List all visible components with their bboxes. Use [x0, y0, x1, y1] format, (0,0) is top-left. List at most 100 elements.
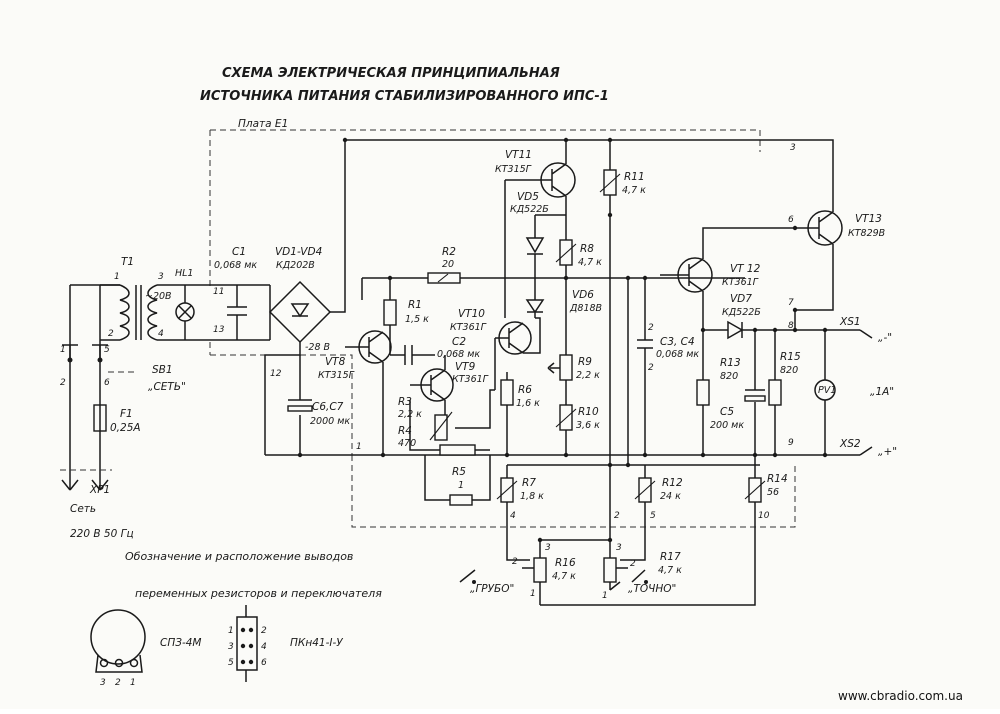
vt12-label: VT 12 [730, 263, 761, 275]
r12-label: R12 [662, 477, 683, 489]
xs2-sign: „+" [878, 446, 897, 458]
vt8-value: КТ315Г [318, 370, 355, 381]
title-line-2: ИСТОЧНИКА ПИТАНИЯ СТАБИЛИЗИРОВАННОГО ИПС… [200, 89, 609, 104]
r7-value: 1,8 к [520, 491, 544, 502]
c6-value: 2000 мк [310, 416, 350, 427]
resistor-r7 [496, 464, 760, 561]
board-outline [209, 129, 796, 528]
sb1-pin-6: 6 [104, 378, 110, 388]
switch-pin-3: 3 [228, 642, 234, 652]
title-line-1: СХЕМА ЭЛЕКТРИЧЕСКАЯ ПРИНЦИПИАЛЬНАЯ [222, 66, 560, 81]
vt9-value: КТ361Г [452, 374, 489, 385]
c3-label: C3, C4 [660, 336, 695, 348]
capacitor-c1 [205, 284, 270, 341]
capacitor-c5 [744, 330, 766, 455]
r17-pin-2: 2 [630, 559, 636, 569]
r4-value: 470 [398, 438, 416, 449]
r2-value: 20 [442, 259, 454, 270]
resistor-r16 [522, 537, 610, 605]
voltage-label: -28 В [305, 342, 330, 353]
resistor-r14 [540, 455, 766, 606]
fine-label: „ТОЧНО" [628, 583, 676, 595]
switch-type-label: ПКн41-I-У [290, 637, 343, 649]
sb1-pin-2: 2 [60, 378, 66, 388]
t1-secondary: ~20В [145, 291, 172, 302]
t1-label: T1 [121, 256, 134, 268]
transistor-vt11 [504, 140, 576, 318]
r17-pin-3: 3 [616, 543, 622, 553]
vt11-value: КТ315Г [495, 164, 532, 175]
diode-vd7 [720, 320, 860, 340]
resistor-r5 [424, 455, 491, 506]
capacitor-c3-c4 [627, 278, 653, 465]
sb1-pin-5: 5 [104, 345, 110, 355]
sb1-pin-1: 1 [60, 345, 66, 355]
r14-label: R14 [767, 473, 788, 485]
r4-label: R4 [398, 425, 412, 437]
pin-3: 3 [790, 143, 796, 153]
vt12-value: КТ361Г [722, 277, 759, 288]
vd7-label: VD7 [730, 293, 752, 305]
r8-value: 4,7 к [578, 257, 602, 268]
r13-label: R13 [720, 357, 741, 369]
r14-value: 56 [767, 487, 779, 498]
vd5-value: КД522Б [510, 204, 549, 215]
hl1-label: HL1 [175, 268, 193, 279]
r1-label: R1 [408, 299, 422, 311]
transformer-t1 [100, 284, 205, 341]
c2-label: C2 [452, 336, 466, 348]
pin-6: 6 [788, 215, 794, 225]
pin-2-bottom: 2 [614, 511, 620, 521]
pin-12: 12 [270, 369, 282, 379]
vd6-value: Д818В [569, 303, 602, 314]
r5-label: R5 [452, 466, 466, 478]
r10-label: R10 [578, 406, 599, 418]
t1-pin-4: 4 [158, 329, 164, 339]
pv1-label: PV1 [818, 385, 836, 396]
r15-value: 820 [780, 365, 798, 376]
pot-pin-2: 2 [115, 678, 121, 688]
transistor-vt9 [410, 355, 454, 415]
pot-pin-1: 1 [130, 678, 136, 688]
junction-dots [297, 137, 828, 468]
r2-label: R2 [442, 246, 456, 258]
r12-pin-5: 5 [650, 511, 656, 521]
xp1-name: Сеть [70, 503, 96, 515]
pot-outline-icon [90, 609, 146, 673]
r11-label: R11 [624, 171, 645, 183]
board-label: Плата Е1 [238, 118, 288, 130]
r16-pin-2: 2 [512, 557, 518, 567]
c1-value: 0,068 мк [214, 260, 257, 271]
resistor-r8 [555, 215, 577, 355]
c5-label: C5 [720, 406, 734, 418]
r8-label: R8 [580, 243, 594, 255]
f1-label: F1 [120, 408, 133, 420]
r16-label: R16 [555, 557, 576, 569]
resistor-r10 [555, 404, 577, 455]
switch-pin-1: 1 [228, 626, 234, 636]
switch-pin-6: 6 [261, 658, 267, 668]
vd1-label: VD1-VD4 [275, 246, 322, 258]
r7-label: R7 [522, 477, 536, 489]
xs1-sign: „-" [878, 332, 892, 344]
pin-1-gnd: 1 [356, 442, 362, 452]
r3-label: R3 [398, 396, 412, 408]
switch-outline-icon [236, 605, 258, 682]
resistor-r2 [362, 272, 745, 284]
pin-8: 8 [788, 321, 794, 331]
resistor-r15 [768, 330, 782, 455]
fuse-f1 [93, 404, 107, 432]
transistor-vt13 [760, 139, 843, 330]
r7-pin-4: 4 [510, 511, 516, 521]
xp1-label: XP1 [89, 484, 110, 496]
meter-pv1 [814, 330, 836, 455]
pot-pin-3: 3 [100, 678, 106, 688]
resistor-r13 [696, 330, 710, 455]
pin-7: 7 [788, 298, 794, 308]
resistor-r9 [547, 354, 573, 405]
watermark: www.cbradio.com.ua [838, 689, 963, 703]
c5-value: 200 мк [710, 420, 744, 431]
c2-value: 0,068 мк [437, 349, 480, 360]
